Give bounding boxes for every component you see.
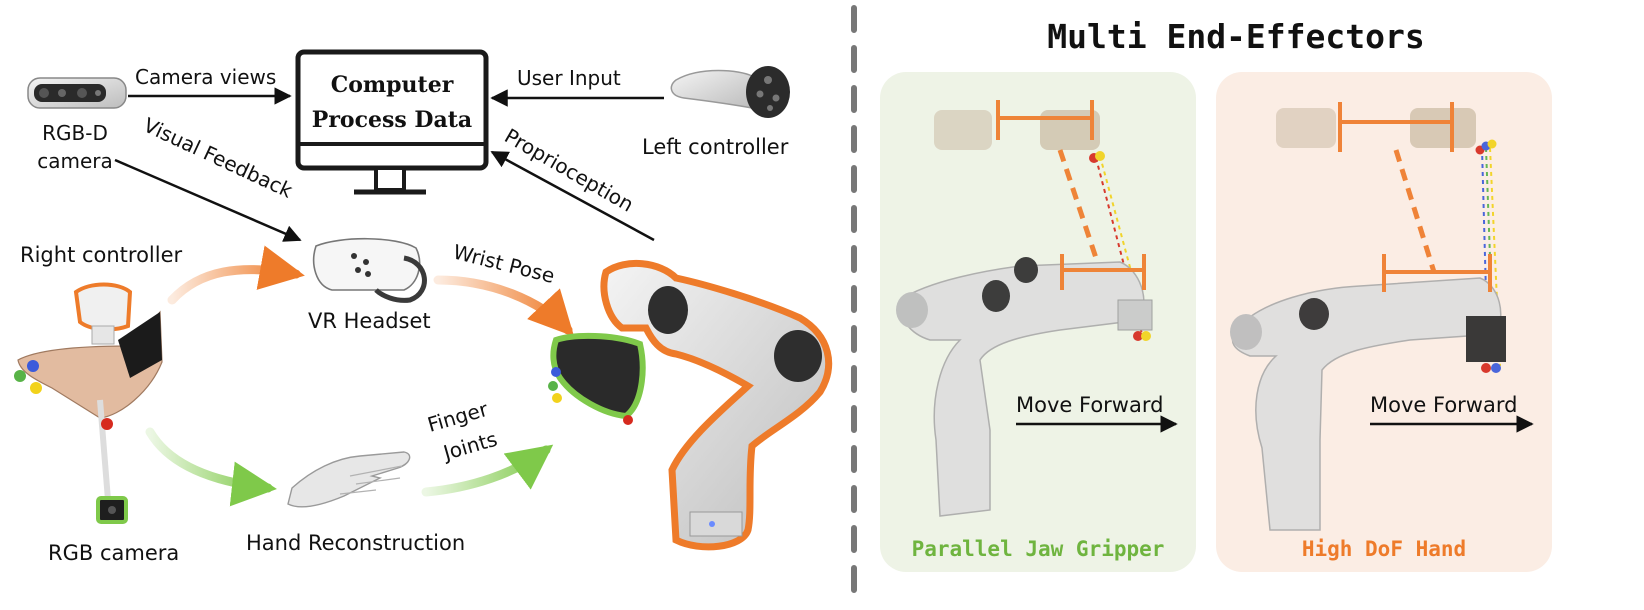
finger-joints-label-line2: Joints bbox=[439, 427, 500, 466]
vr-controller-icon bbox=[670, 66, 790, 118]
camera-views-label: Camera views bbox=[135, 65, 276, 89]
controller-to-reconstruction-arrow bbox=[145, 427, 277, 507]
robot-arm-icon bbox=[548, 259, 833, 551]
computer-monitor-icon bbox=[295, 49, 489, 195]
rgbd-label-line1: RGB-D bbox=[42, 121, 108, 145]
visual-feedback-arrow bbox=[114, 158, 302, 242]
left-controller-label: Left controller bbox=[642, 135, 789, 159]
controller-to-headset-arrow bbox=[167, 245, 305, 305]
vr-headset-label: VR Headset bbox=[308, 309, 431, 333]
proprioception-label: Proprioception bbox=[501, 124, 638, 217]
rgb-camera-label: RGB camera bbox=[48, 541, 179, 565]
hand-mesh-icon bbox=[287, 451, 411, 508]
user-input-label: User Input bbox=[517, 66, 621, 90]
proprioception-arrow bbox=[490, 150, 655, 242]
parallel-gripper-caption: Parallel Jaw Gripper bbox=[912, 537, 1165, 561]
computer-label-line1: Computer bbox=[331, 72, 454, 98]
right-controller-label: Right controller bbox=[20, 243, 183, 267]
high-dof-hand-caption: High DoF Hand bbox=[1302, 537, 1466, 561]
high-dof-hand-robot-illustration bbox=[1230, 102, 1506, 531]
multi-end-effectors-title: Multi End-Effectors bbox=[1047, 17, 1425, 56]
finger-joints-arrow bbox=[421, 444, 554, 497]
rgbd-label-line2: camera bbox=[37, 149, 113, 173]
rgbd-camera-icon bbox=[27, 77, 127, 109]
hand-with-controller-icon bbox=[14, 282, 163, 501]
hand-reconstruction-label: Hand Reconstruction bbox=[246, 531, 465, 555]
parallel-gripper-robot-illustration bbox=[896, 100, 1153, 517]
computer-label-line2: Process Data bbox=[312, 107, 472, 133]
vr-headset-icon bbox=[312, 237, 427, 303]
move-forward-label-left: Move Forward bbox=[1016, 393, 1163, 417]
wrist-pose-arrow bbox=[433, 275, 575, 337]
move-forward-label-right: Move Forward bbox=[1370, 393, 1517, 417]
visual-feedback-label: Visual Feedback bbox=[140, 113, 297, 203]
rgb-camera-icon bbox=[96, 496, 128, 524]
